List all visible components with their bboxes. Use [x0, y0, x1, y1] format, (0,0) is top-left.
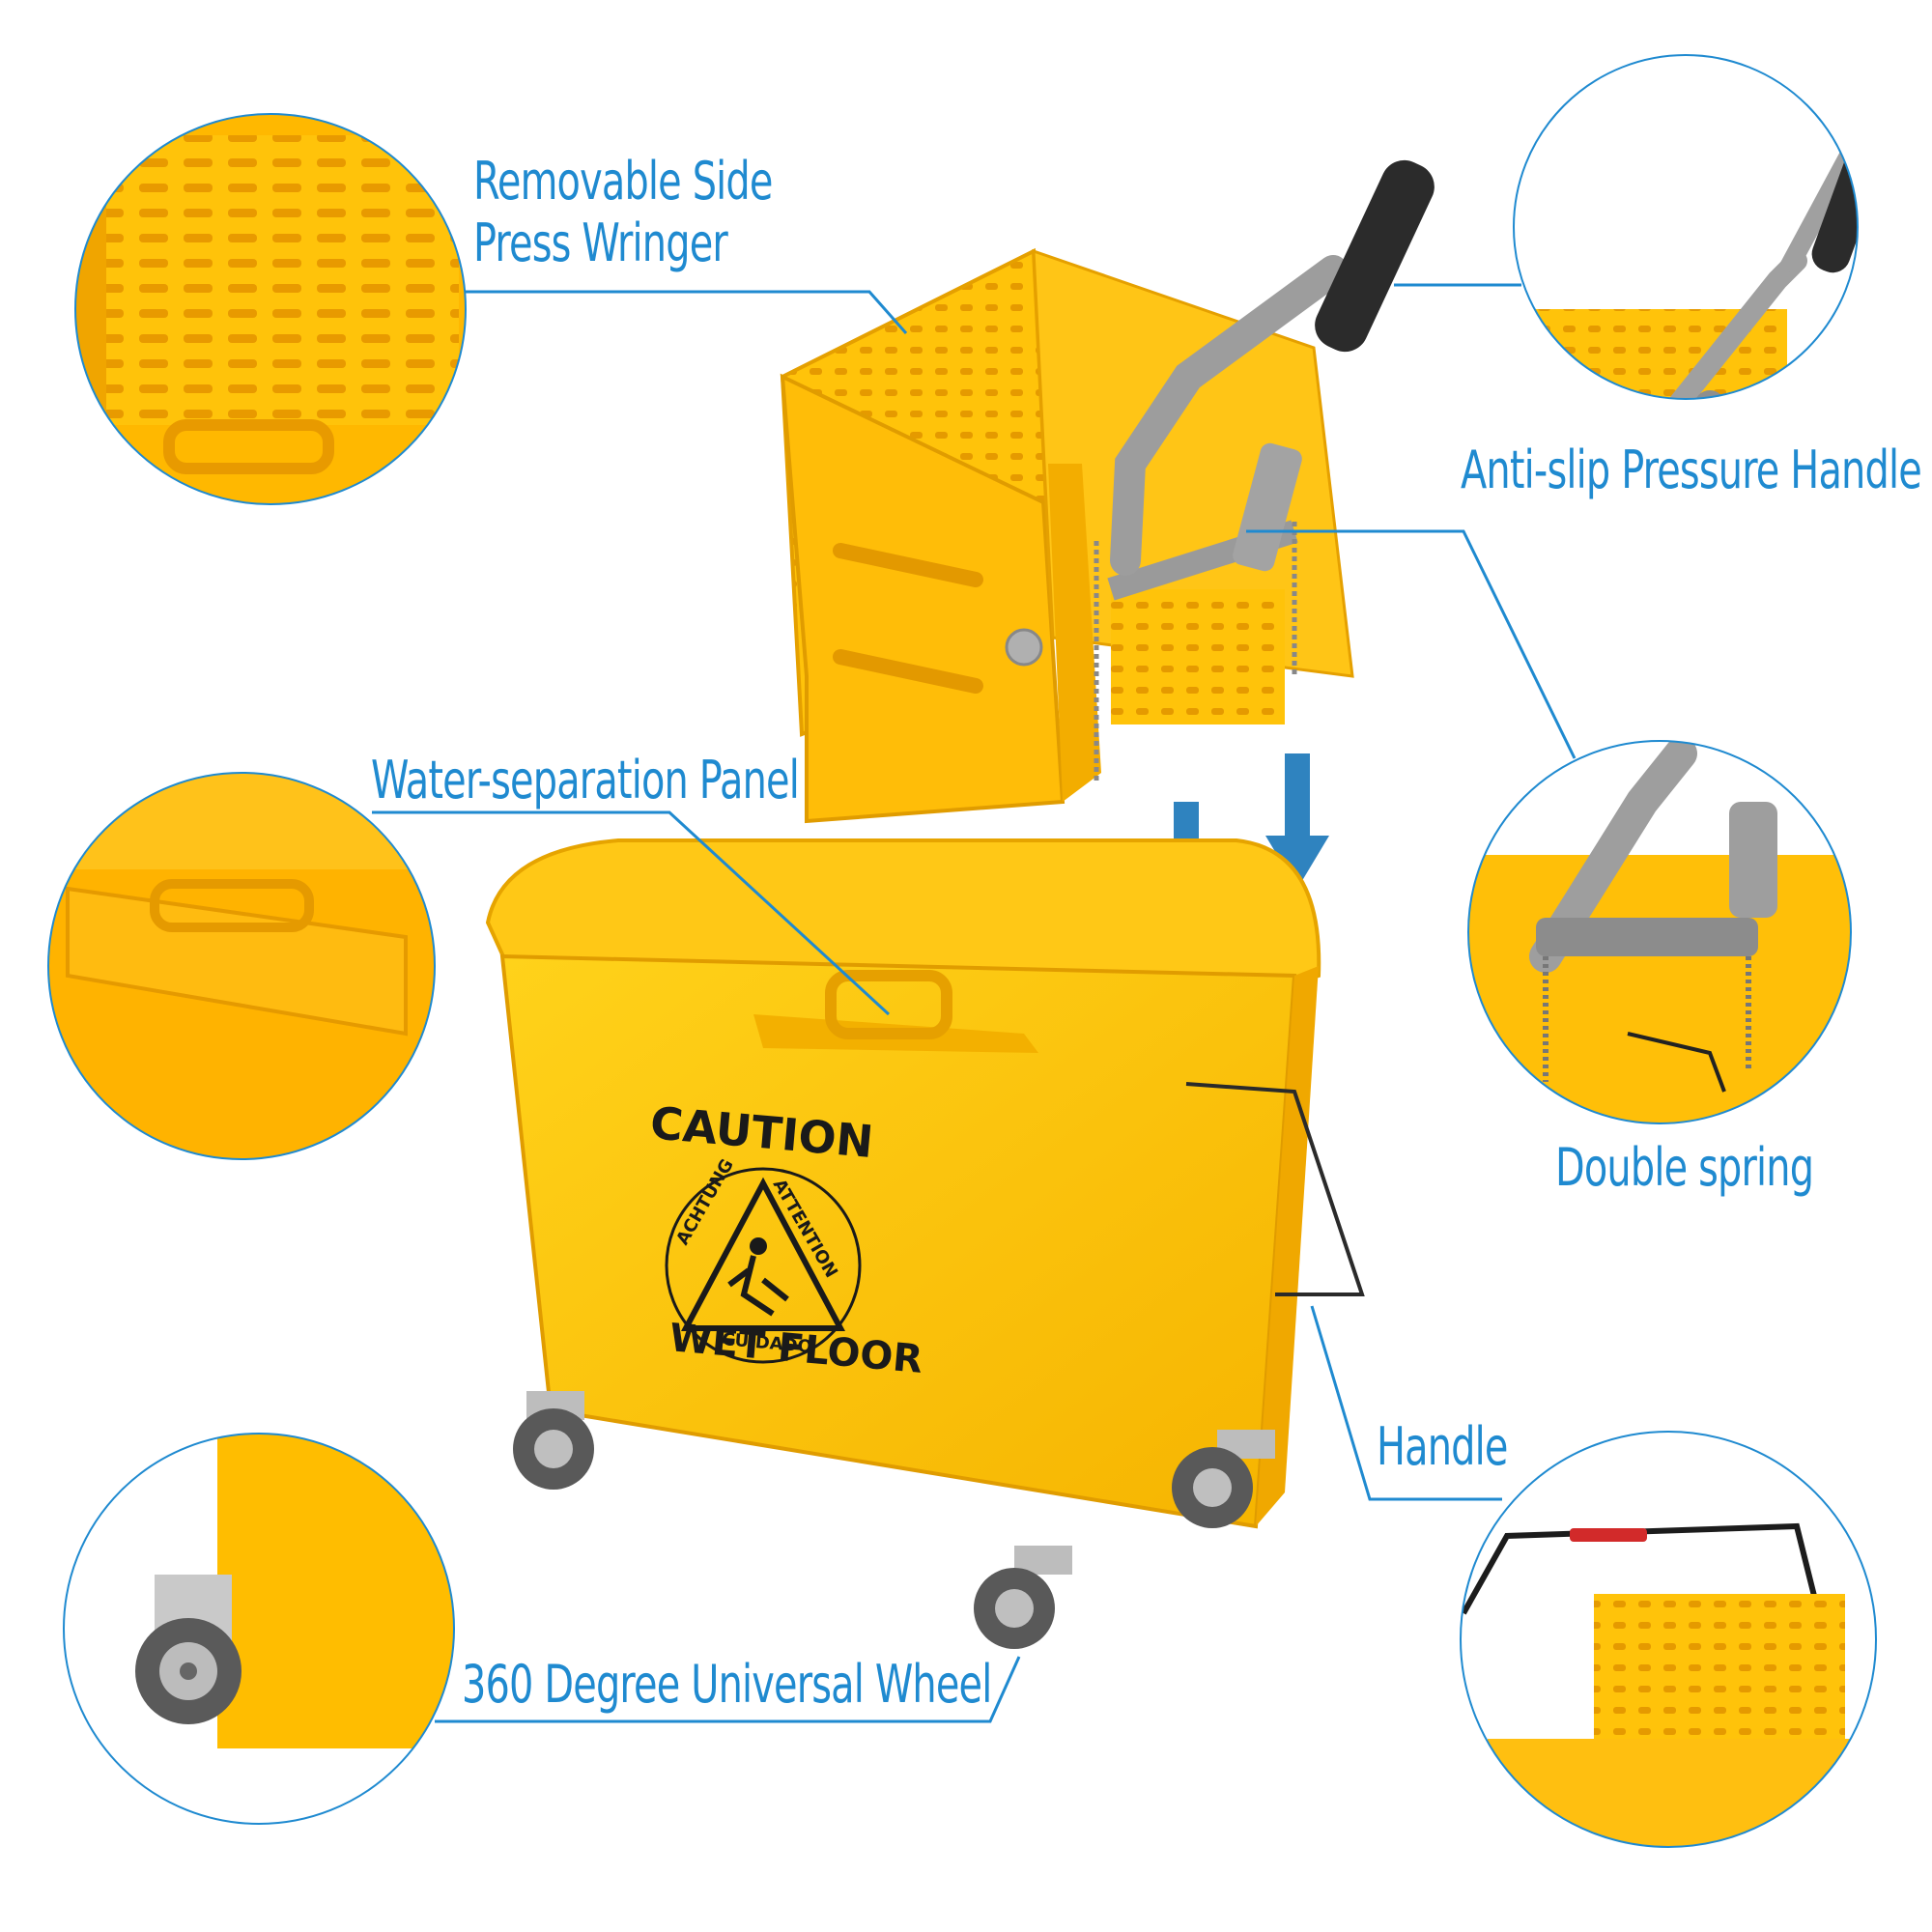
handle-label: Handle	[1377, 1416, 1508, 1477]
wheel	[1172, 1430, 1275, 1528]
grip-detail-circle	[1513, 54, 1859, 400]
wringer-label-line1: Removable Side	[473, 151, 773, 212]
wheel	[974, 1546, 1072, 1649]
panel-label: Water-separation Panel	[371, 750, 800, 810]
wringer-label-line2: Press Wringer	[473, 213, 728, 273]
wheel	[513, 1391, 594, 1490]
wringer-detail-circle	[74, 113, 467, 505]
wheel-detail-circle	[63, 1433, 455, 1825]
callout-lines	[372, 283, 1577, 1723]
wheel-label: 360 Degree Universal Wheel	[462, 1654, 992, 1715]
arrow-down-icon	[1265, 753, 1329, 889]
wet-floor-warning-icon	[665, 1167, 862, 1364]
grip-label: Anti-slip Pressure Handle	[1461, 440, 1922, 500]
spring-detail-circle	[1467, 740, 1852, 1124]
wringer-label: Removable Side Press Wringer	[473, 151, 773, 274]
panel-detail-circle	[47, 772, 436, 1160]
bucket: CAUTION WET FLOOR ACHTUNG ATTENTION CUID…	[485, 838, 1365, 1649]
spring-label: Double spring	[1555, 1137, 1814, 1198]
wringer	[780, 159, 1435, 824]
handle-detail-circle	[1460, 1431, 1877, 1848]
